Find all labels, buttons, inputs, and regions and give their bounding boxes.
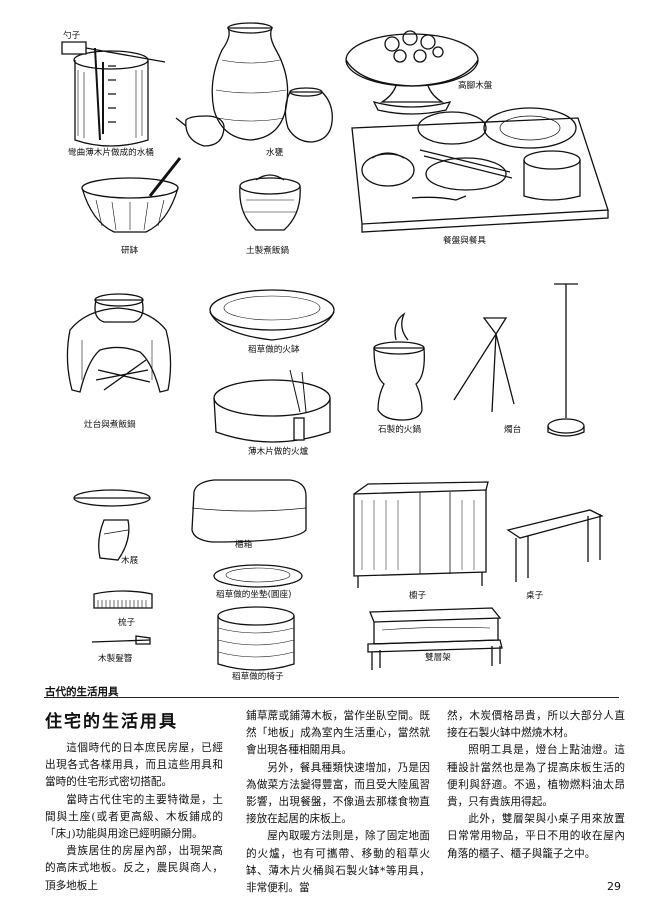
high-foot-plate-drawing xyxy=(345,30,479,115)
label-tableware: 餐盤與餐具 xyxy=(443,236,486,246)
label-straw-brazier: 稻草做的火缽 xyxy=(248,345,300,355)
caption-divider xyxy=(44,697,619,698)
label-small-table: 桌子 xyxy=(526,591,544,601)
label-candle-stand: 燭台 xyxy=(504,425,522,435)
paragraph: 當時古代住宅的主要特徵是，土間與土座(或者更高級、木板鋪成的「床」)功能與用途已… xyxy=(45,793,223,841)
label-water-jar: 水甕 xyxy=(266,148,284,158)
tableware-drawing xyxy=(351,107,609,233)
label-stove: 灶台與煮飯鍋 xyxy=(84,420,136,430)
mortar-bowl-drawing xyxy=(81,157,182,233)
label-mortar-bowl: 研缽 xyxy=(121,246,139,256)
label-high-foot-plate: 高腳木盤 xyxy=(458,81,493,91)
clay-pot-drawing xyxy=(239,174,301,231)
label-shelf: 雙層架 xyxy=(425,653,451,663)
straw-brazier-drawing xyxy=(209,289,335,341)
label-stone-brazier: 石製的火鍋 xyxy=(378,425,421,435)
paragraph: 貴族居住的房屋內部，出現架高的高床式地板。反之，農民與商人，頂多地板上 xyxy=(45,845,223,892)
figure-caption: 古代的生活用具 xyxy=(45,686,119,698)
paragraph: 另外，餐具種類快速增加，乃是因為做菜方法變得豐富，而且受大陸風習影響，出現餐盤，… xyxy=(246,761,430,826)
text-column-1: 這個時代的日本庶民房屋，已經出現各式各樣用具，而且這些用具和當時的住宅形式密切搭… xyxy=(45,740,223,895)
label-straw-cushion: 稻草做的坐墊(圓座) xyxy=(216,590,292,600)
label-wood-brazier: 薄木片做的火爐 xyxy=(248,447,309,457)
paragraph: 照明工具是，燈台上點油燈。這種設計當然也是為了提高床板生活的便利與舒適。不過，植… xyxy=(447,744,625,809)
label-clogs: 木屐 xyxy=(121,556,139,566)
label-hairpin: 木製髮簪 xyxy=(98,654,133,664)
stove-drawing xyxy=(66,293,172,393)
water-jar-drawing xyxy=(175,22,333,147)
label-clay-pot: 土製煮飯鍋 xyxy=(246,246,289,256)
label-box: 櫃箱 xyxy=(235,540,253,550)
comb-drawing xyxy=(93,590,153,609)
paragraph: 此外，雙層架與小桌子用來放置日常常用物品，平日不用的收在屋內角落的櫃子、櫃子與籠… xyxy=(447,813,625,860)
label-comb: 梳子 xyxy=(118,618,136,628)
section-title: 住宅的生活用具 xyxy=(45,712,178,732)
label-ladle: 勺子 xyxy=(63,31,81,41)
label-cabinet: 櫥子 xyxy=(409,591,427,601)
wood-brazier-drawing xyxy=(213,369,331,443)
small-table-drawing xyxy=(506,509,604,582)
clogs-drawing xyxy=(73,489,151,561)
stone-brazier-drawing xyxy=(373,312,425,421)
text-column-2: 鋪草蓆或鋪薄木板，當作坐臥空間。既然「地板」成為室內生活重心，當然就會出現各種相… xyxy=(246,708,430,897)
paragraph: 這個時代的日本庶民房屋，已經出現各式各樣用具，而且這些用具和當時的住宅形式密切搭… xyxy=(45,742,223,789)
candle-stand-drawing xyxy=(453,283,585,437)
paragraph: 屋內取暖方法則是，除了固定地面的火爐，也有可攜帶、移動的稻草火缽、薄木片火桶與石… xyxy=(246,830,430,895)
water-bucket-drawing xyxy=(61,41,166,147)
paragraph: 鋪草蓆或鋪薄木板，當作坐臥空間。既然「地板」成為室內生活重心，當然就會出現各種相… xyxy=(246,710,430,757)
cabinet-drawing xyxy=(353,481,489,588)
straw-cushion-drawing xyxy=(213,564,303,588)
straw-chair-drawing xyxy=(217,606,295,671)
page-number: 29 xyxy=(607,880,621,893)
hairpin-drawing xyxy=(91,635,151,645)
label-straw-chair: 稻草做的椅子 xyxy=(232,672,284,682)
paragraph: 然，木炭價格昂貴，所以大部分人直接在石製火缽中燃燒木材。 xyxy=(447,710,625,740)
box-drawing xyxy=(191,479,307,543)
label-water-bucket: 彎曲薄木片做成的水桶 xyxy=(68,148,154,158)
shelf-drawing xyxy=(367,607,503,670)
text-column-3: 然，木炭價格昂貴，所以大部分人直接在石製火缽中燃燒木材。 照明工具是，燈台上點油… xyxy=(447,708,625,863)
